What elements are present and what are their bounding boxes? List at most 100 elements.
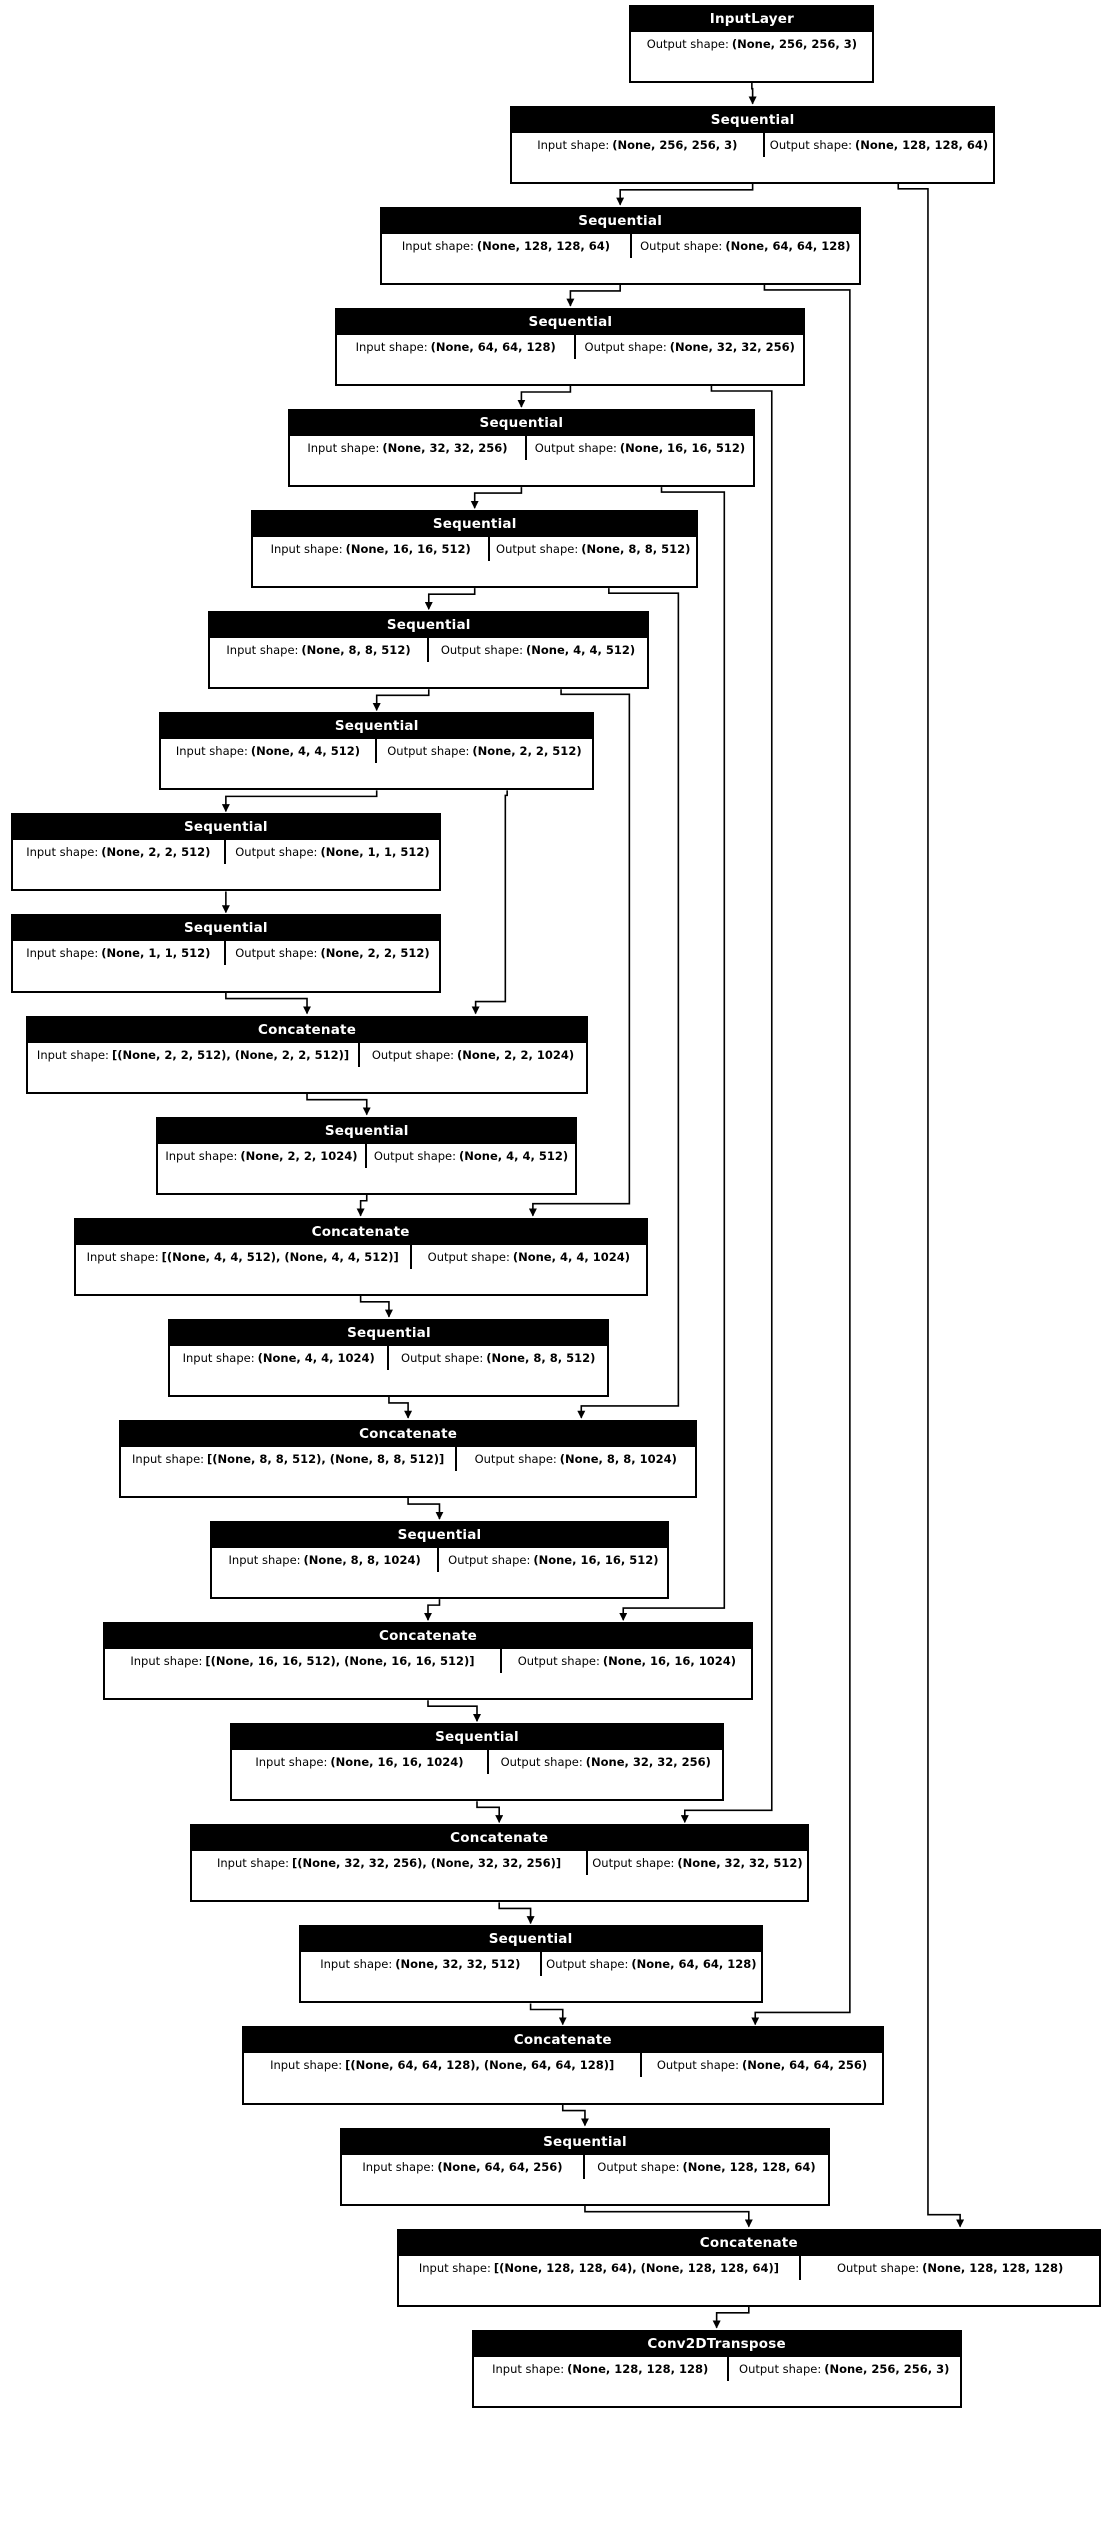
input-shape-prefix: Input shape: — [26, 946, 99, 961]
input-shape-prefix: Input shape: — [130, 1654, 203, 1669]
output-shape-cell: Output shape:(None, 16, 16, 512) — [527, 436, 753, 460]
input-shape-cell: Input shape:(None, 64, 64, 128) — [337, 334, 576, 359]
layer-type-label: Sequential — [211, 1523, 668, 1548]
output-shape-cell: Output shape:(None, 64, 64, 128) — [542, 1952, 760, 1976]
input-shape-cell: Input shape:(None, 256, 256, 3) — [512, 132, 765, 157]
output-shape-cell: Output shape:(None, 8, 8, 512) — [389, 1346, 608, 1370]
input-shape-prefix: Input shape: — [132, 1451, 205, 1466]
edge-sequential — [388, 1396, 413, 1419]
edge-sequential — [561, 2104, 589, 2127]
edge-sequential — [517, 385, 572, 408]
input-shape-prefix: Input shape: — [270, 2058, 343, 2073]
output-shape-value: (None, 32, 32, 512) — [677, 1856, 803, 1871]
shape-row: Input shape:[(None, 4, 4, 512), (None, 4… — [75, 1244, 646, 1269]
output-shape-prefix: Output shape: — [373, 1148, 457, 1163]
layer-type-label: Sequential — [210, 613, 648, 639]
edge-sequential — [221, 790, 378, 813]
edge-sequential — [470, 487, 523, 509]
input-shape-cell: Input shape:(None, 32, 32, 256) — [290, 435, 527, 460]
shape-row: Input shape:(None, 1, 1, 512)Output shap… — [12, 941, 439, 966]
output-shape-value: (None, 64, 64, 128) — [631, 1957, 757, 1972]
output-shape-prefix: Output shape: — [517, 1654, 600, 1669]
input-shape-cell: Input shape:(None, 64, 64, 256) — [342, 2154, 585, 2179]
layer-type-label: Concatenate — [121, 1421, 695, 1447]
input-shape-prefix: Input shape: — [537, 137, 610, 152]
input-shape-value: [(None, 64, 64, 128), (None, 64, 64, 128… — [345, 2058, 615, 2073]
output-shape-cell: Output shape:(None, 16, 16, 512) — [439, 1548, 667, 1572]
output-shape-prefix: Output shape: — [646, 36, 729, 51]
layer-type-label: Concatenate — [398, 2230, 1099, 2256]
output-shape-prefix: Output shape: — [739, 2361, 822, 2376]
layer-type-label: Sequential — [158, 1118, 576, 1144]
edge-sequential — [476, 1801, 504, 1824]
shape-row: Input shape:[(None, 64, 64, 128), (None,… — [243, 2053, 882, 2078]
layer-type-label: Sequential — [381, 208, 859, 234]
shape-row: Input shape:[(None, 16, 16, 512), (None,… — [104, 1649, 752, 1674]
input-shape-value: (None, 16, 16, 1024) — [330, 1755, 464, 1770]
edge-sequential — [372, 689, 430, 712]
input-shape-prefix: Input shape: — [26, 845, 99, 860]
output-shape-cell: Output shape:(None, 2, 2, 512) — [226, 941, 439, 965]
input-shape-prefix: Input shape: — [355, 339, 428, 354]
edge-sequential — [356, 1194, 368, 1217]
shape-row: Input shape:(None, 2, 2, 512)Output shap… — [12, 840, 439, 865]
output-shape-cell: Output shape:(None, 128, 128, 128) — [801, 2256, 1099, 2280]
shape-row: Input shape:(None, 256, 256, 3)Output sh… — [511, 132, 994, 157]
edge-sequential — [498, 1902, 535, 1925]
input-shape-value: (None, 32, 32, 256) — [382, 440, 508, 455]
shape-row: Input shape:[(None, 128, 128, 64), (None… — [398, 2255, 1099, 2280]
layer-type-label: Concatenate — [104, 1624, 752, 1650]
input-shape-value: (None, 128, 128, 128) — [567, 2361, 709, 2376]
output-shape-cell: Output shape:(None, 256, 256, 3) — [729, 2357, 960, 2381]
output-shape-value: (None, 8, 8, 512) — [581, 542, 691, 557]
output-shape-cell: Output shape:(None, 8, 8, 1024) — [457, 1447, 695, 1471]
edge-sequential — [306, 1093, 371, 1116]
shape-row: Input shape:(None, 64, 64, 256) Output sh… — [341, 2154, 828, 2179]
output-shape-cell: Output shape:(None, 2, 2, 512) — [377, 739, 592, 763]
input-shape-prefix: Input shape: — [362, 2159, 435, 2174]
layer-type-label: Sequential — [170, 1320, 608, 1346]
input-shape-value: (None, 32, 32, 512) — [395, 1957, 521, 1972]
input-shape-value: [(None, 32, 32, 256), (None, 32, 32, 256… — [292, 1856, 562, 1871]
layer-type-label: Sequential — [12, 815, 439, 841]
output-shape-prefix: Output shape: — [387, 744, 470, 759]
input-shape-prefix: Input shape: — [182, 1350, 255, 1365]
edge-sequential — [423, 1599, 441, 1621]
input-shape-cell: Input shape:[(None, 128, 128, 64), (None… — [399, 2255, 802, 2280]
layer-type-label: Sequential — [12, 916, 439, 942]
layer-type-label: Conv2DTranspose — [473, 2331, 960, 2357]
edge-sequential — [359, 1295, 393, 1318]
shape-row: Input shape:(None, 128, 128, 128)Output … — [473, 2356, 960, 2381]
edge-sequential — [566, 284, 621, 307]
output-shape-value: (None, 64, 64, 128) — [725, 238, 851, 253]
input-shape-value: [(None, 128, 128, 64), (None, 128, 128, … — [493, 2260, 780, 2275]
output-shape-value: (None, 4, 4, 512) — [459, 1148, 569, 1163]
input-shape-value: (None, 128, 128, 64) — [476, 238, 610, 253]
output-shape-cell: Output shape:(None, 256, 256, 3) — [631, 32, 872, 56]
layer-type-label: Sequential — [341, 2129, 828, 2155]
input-shape-cell: Input shape:(None, 16, 16, 512) — [253, 537, 491, 562]
shape-row: Input shape:(None, 8, 8, 1024)Output sha… — [211, 1548, 668, 1572]
output-shape-prefix: Output shape: — [597, 2159, 680, 2174]
output-shape-prefix: Output shape: — [592, 1856, 675, 1871]
shape-row: Input shape:(None, 128, 128, 64)Output s… — [381, 233, 859, 258]
input-shape-value: (None, 2, 2, 1024) — [240, 1148, 358, 1163]
input-shape-value: (None, 64, 64, 256) — [437, 2159, 563, 2174]
output-shape-value: (None, 128, 128, 128) — [922, 2260, 1064, 2275]
input-shape-prefix: Input shape: — [216, 1856, 289, 1871]
input-shape-prefix: Input shape: — [401, 238, 474, 253]
edge-sequential — [407, 1498, 444, 1520]
input-shape-cell: Input shape:(None, 128, 128, 128) — [474, 2356, 729, 2381]
shape-row: Input shape:(None, 16, 16, 1024)Output s… — [231, 1750, 723, 1775]
shape-row: Input shape:(None, 4, 4, 512)Output shap… — [161, 739, 593, 764]
edge-skip-connection — [680, 385, 773, 1824]
output-shape-prefix: Output shape: — [440, 643, 524, 658]
edge-sequential — [584, 2205, 753, 2228]
